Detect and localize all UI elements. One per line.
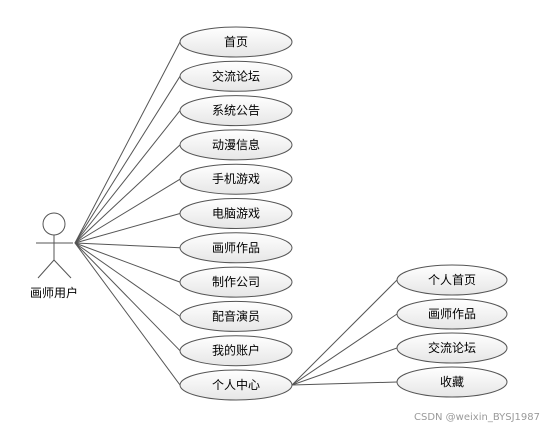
use-case-forum-label: 交流论坛: [212, 68, 260, 83]
use-case-personal-center-label: 个人中心: [212, 377, 260, 392]
use-case-mobile-games: 手机游戏: [179, 163, 293, 195]
sub-use-case-sub-forum-ellipse: [396, 332, 508, 364]
use-case-personal-center-ellipse: [179, 369, 293, 401]
use-case-anime-info-label: 动漫信息: [212, 137, 260, 152]
sub-association-line: [291, 313, 398, 386]
association-line: [74, 178, 181, 244]
association-line: [74, 110, 181, 244]
use-case-pc-games-label: 电脑游戏: [212, 207, 260, 221]
association-line: [74, 242, 181, 283]
use-case-artist-works: 画师作品: [179, 232, 293, 264]
use-case-announcement: 系统公告: [179, 95, 293, 127]
use-case-anime-info-ellipse: [179, 129, 293, 161]
sub-association-line: [291, 347, 398, 386]
use-case-forum: 交流论坛: [179, 60, 293, 92]
association-line: [74, 144, 181, 244]
sub-use-case-sub-artist-works-ellipse: [396, 298, 508, 330]
sub-use-case-sub-forum-label: 交流论坛: [428, 340, 476, 355]
use-case-production-company: 制作公司: [179, 266, 293, 298]
sub-use-case-sub-artist-works-label: 画师作品: [428, 307, 476, 321]
actor-label: 画师用户: [30, 285, 78, 300]
sub-use-case-personal-home-ellipse: [396, 264, 508, 296]
association-lines: [74, 41, 398, 386]
association-line: [74, 213, 181, 244]
use-case-artist-works-ellipse: [179, 232, 293, 264]
use-case-list: 首页交流论坛系统公告动漫信息手机游戏电脑游戏画师作品制作公司配音演员我的账户个人…: [179, 26, 293, 401]
use-case-announcement-label: 系统公告: [212, 104, 260, 118]
use-case-production-company-label: 制作公司: [212, 275, 260, 289]
sub-association-line: [291, 381, 398, 386]
sub-use-case-favorites: 收藏: [396, 366, 508, 398]
use-case-my-account: 我的账户: [179, 335, 293, 367]
sub-use-case-sub-forum: 交流论坛: [396, 332, 508, 364]
use-case-voice-actor: 配音演员: [179, 300, 293, 332]
association-line: [74, 242, 181, 249]
association-line: [74, 242, 181, 352]
use-case-personal-center: 个人中心: [179, 369, 293, 401]
sub-use-case-favorites-ellipse: [396, 366, 508, 398]
use-case-voice-actor-label: 配音演员: [212, 308, 260, 323]
use-case-announcement-ellipse: [179, 95, 293, 127]
association-line: [74, 76, 181, 244]
association-line: [74, 242, 181, 386]
sub-use-case-personal-home: 个人首页: [396, 264, 508, 296]
use-case-voice-actor-ellipse: [179, 300, 293, 332]
use-case-home: 首页: [179, 26, 293, 58]
use-case-my-account-label: 我的账户: [212, 343, 260, 358]
use-case-mobile-games-label: 手机游戏: [212, 172, 260, 186]
watermark: CSDN @weixin_BYSJ1987: [414, 412, 540, 423]
association-line: [74, 242, 181, 317]
use-case-home-label: 首页: [224, 35, 248, 49]
sub-use-case-favorites-label: 收藏: [440, 375, 464, 389]
sub-association-line: [291, 279, 398, 386]
sub-use-case-personal-home-label: 个人首页: [428, 273, 476, 287]
sub-use-case-sub-artist-works: 画师作品: [396, 298, 508, 330]
use-case-pc-games: 电脑游戏: [179, 198, 293, 229]
actor-stick-figure: [36, 212, 73, 279]
use-case-home-ellipse: [179, 26, 293, 58]
use-case-pc-games-ellipse: [179, 198, 293, 229]
use-case-artist-works-label: 画师作品: [212, 241, 260, 255]
association-line: [74, 41, 181, 244]
use-case-forum-ellipse: [179, 60, 293, 92]
use-case-my-account-ellipse: [179, 335, 293, 367]
use-case-mobile-games-ellipse: [179, 163, 293, 195]
use-case-anime-info: 动漫信息: [179, 129, 293, 161]
stick-figure-icon: [42, 212, 66, 236]
use-case-production-company-ellipse: [179, 266, 293, 298]
